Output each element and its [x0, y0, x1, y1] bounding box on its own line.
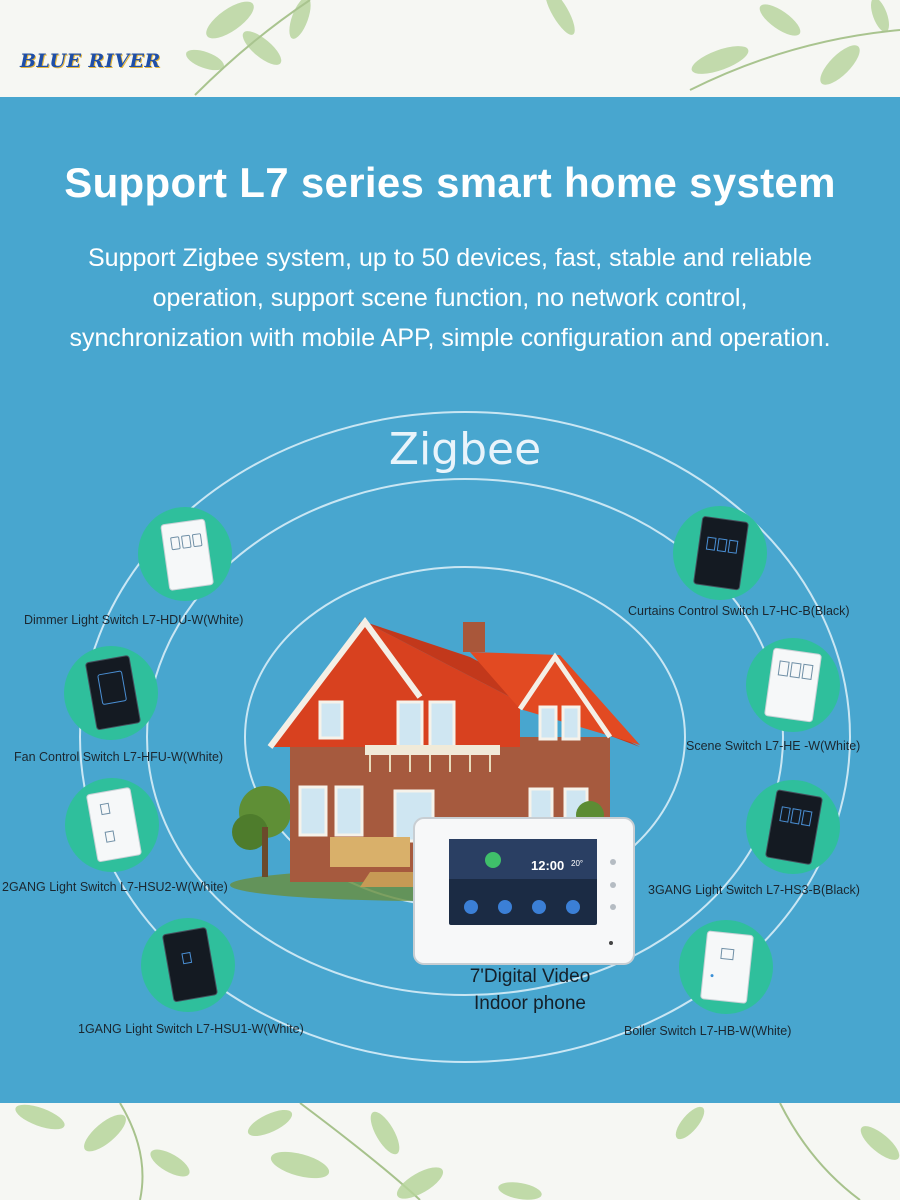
top-decoration-band: BLUE RIVER — [0, 0, 900, 97]
subheading-line-3: synchronization with mobile APP, simple … — [69, 324, 831, 352]
monitor-time: 12:00 — [531, 858, 564, 873]
indoor-phone-caption: 7'Digital Video Indoor phone — [420, 963, 640, 1017]
brand-logo: BLUE RIVER — [20, 44, 161, 78]
indoor-monitor-icon: 12:00 20° — [413, 817, 635, 965]
bottom-decoration-band — [0, 1103, 900, 1200]
device-curtain-switch — [672, 505, 768, 601]
device-fan-switch — [63, 645, 159, 741]
device-three-gang-switch — [745, 779, 841, 875]
three-gang-switch-black-icon — [746, 780, 840, 874]
device-label-curtain: Curtains Control Switch L7-HC-B(Black) — [628, 604, 850, 618]
brand-logo-text: BLUE RIVER — [20, 50, 161, 72]
device-label-boiler: Boiler Switch L7-HB-W(White) — [624, 1024, 792, 1038]
curtain-switch-black-icon — [673, 506, 767, 600]
subheading-line-2: operation, support scene function, no ne… — [152, 284, 748, 312]
device-label-two-gang: 2GANG Light Switch L7-HSU2-W(White) — [2, 880, 228, 894]
headline: Support L7 series smart home system — [64, 159, 836, 206]
device-label-three-gang: 3GANG Light Switch L7-HS3-B(Black) — [648, 883, 860, 897]
device-scene-switch — [745, 637, 841, 733]
fan-switch-black-icon — [64, 646, 158, 740]
boiler-switch-white-icon — [679, 920, 773, 1014]
device-dimmer-switch — [137, 506, 233, 602]
leaf-decoration-icon — [186, 0, 900, 96]
dimmer-switch-white-icon — [138, 507, 232, 601]
leaf-decoration-icon — [15, 1103, 900, 1200]
device-label-one-gang: 1GANG Light Switch L7-HSU1-W(White) — [78, 1022, 304, 1036]
device-label-scene: Scene Switch L7-HE -W(White) — [686, 739, 861, 753]
indoor-phone-caption-line-2: Indoor phone — [474, 993, 586, 1014]
device-boiler-switch — [678, 919, 774, 1015]
device-one-gang-switch — [140, 917, 236, 1013]
one-gang-switch-black-icon — [141, 918, 235, 1012]
zigbee-panel: Support L7 series smart home system Supp… — [0, 97, 900, 1103]
two-gang-switch-white-icon — [65, 778, 159, 872]
indoor-phone-caption-line-1: 7'Digital Video — [469, 966, 591, 987]
subheading-line-1: Support Zigbee system, up to 50 devices,… — [87, 244, 813, 272]
zigbee-title: Zigbee — [388, 424, 542, 475]
device-two-gang-switch — [64, 777, 160, 873]
monitor-temp: 20° — [571, 859, 583, 868]
scene-switch-white-icon — [746, 638, 840, 732]
device-label-fan: Fan Control Switch L7-HFU-W(White) — [14, 750, 224, 764]
device-label-dimmer: Dimmer Light Switch L7-HDU-W(White) — [24, 613, 244, 627]
